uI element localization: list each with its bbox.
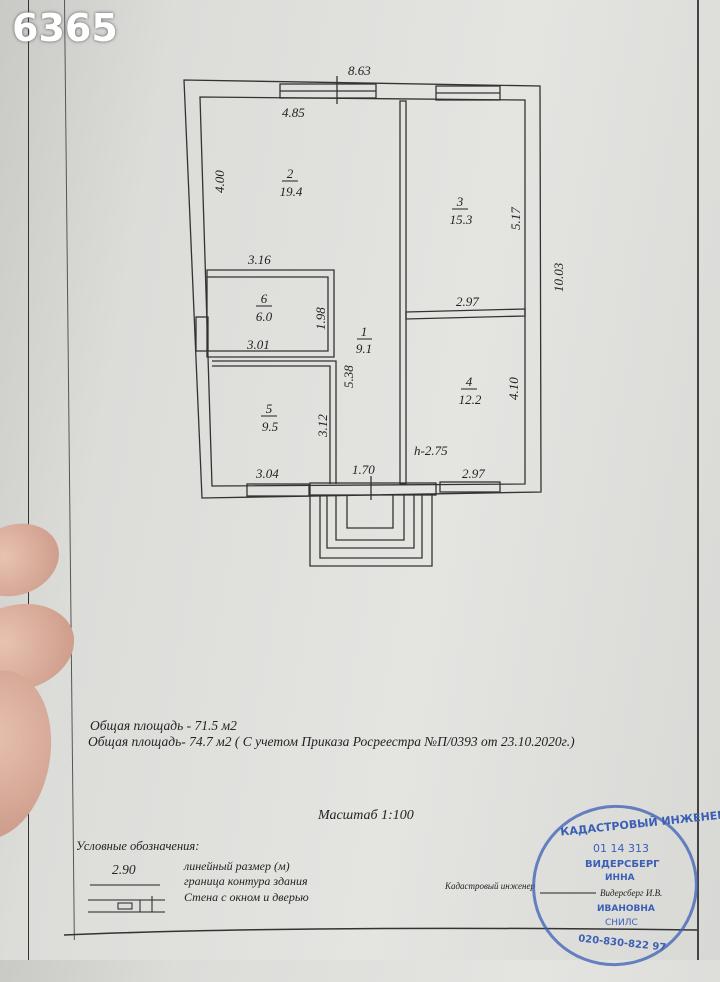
stamp-surname: ВИДЕРСБЕРГ <box>585 859 660 870</box>
dim-overall-width: 8.63 <box>348 63 371 78</box>
room-1-area: 9.1 <box>356 341 372 356</box>
room-6-wall <box>206 269 335 358</box>
dim-room6-bottom: 3.01 <box>246 337 270 352</box>
dimension-labels: 8.63 4.85 4.00 3.16 3.01 1.98 5.38 3.12 … <box>212 63 566 481</box>
dim-room3-bottom: 2.97 <box>456 294 479 309</box>
room-5-area: 9.5 <box>262 419 279 434</box>
stamp-patronymic: ИВАНОВНА <box>597 904 655 914</box>
dim-room4-bottom: 2.97 <box>462 466 485 481</box>
photo-id-tag: 6365 <box>12 6 118 50</box>
stamp-snils-label: СНИЛС <box>605 918 638 928</box>
window <box>439 481 501 493</box>
dim-overall-height: 10.03 <box>551 262 566 292</box>
total-area-line-1: Общая площадь - 71.5 м2 <box>90 718 237 733</box>
legend-title: Условные обозначения: <box>76 839 200 853</box>
room-5-wall <box>212 360 337 484</box>
stamp-number: 01 14 313 <box>593 842 649 855</box>
drawing-frame-bottom <box>63 927 698 936</box>
dim-corridor-height: 5.38 <box>341 365 356 388</box>
dim-ceiling-height: h-2.75 <box>414 443 448 458</box>
room-3-area: 15.3 <box>450 212 473 227</box>
room-6-number: 6 <box>261 291 268 306</box>
legend-item-wall: Стена с окном и дверью <box>184 890 309 904</box>
floor-plan: 8.63 4.85 4.00 3.16 3.01 1.98 5.38 3.12 … <box>63 63 698 936</box>
dim-room5-bottom: 3.04 <box>255 466 279 481</box>
dim-room6-right: 1.98 <box>313 307 328 330</box>
outer-wall <box>183 79 542 499</box>
room-3-number: 3 <box>456 194 464 209</box>
door <box>309 482 437 496</box>
dim-corridor-bottom: 1.70 <box>352 462 375 477</box>
dim-left-upper: 4.00 <box>212 170 227 193</box>
inner-wall <box>199 96 526 487</box>
dim-room3-right: 5.17 <box>508 207 523 230</box>
signature-name: Видерсберг И.В. <box>600 888 663 898</box>
dim-room5-right: 3.12 <box>315 414 330 438</box>
legend-wall-symbol <box>88 896 165 913</box>
stamp-first-name: ИННА <box>605 873 635 883</box>
dim-top-left: 4.85 <box>282 105 305 120</box>
legend-item-linear: линейный размер (м) <box>184 859 290 873</box>
drawing-frame-right <box>697 0 699 960</box>
room-labels: 1 9.1 2 19.4 3 15.3 4 12.2 5 9.5 6 6.0 <box>256 166 482 434</box>
porch <box>309 495 433 567</box>
room-1-number: 1 <box>361 324 368 339</box>
total-area-line-2: Общая площадь- 74.7 м2 ( С учетом Приказ… <box>88 734 575 749</box>
dim-room6-top: 3.16 <box>247 252 271 267</box>
legend-item-boundary: граница контура здания <box>184 874 308 888</box>
room-5-number: 5 <box>266 401 273 416</box>
partition-wall <box>399 100 407 485</box>
page-edge <box>28 0 29 960</box>
dim-room4-right: 4.10 <box>506 377 521 400</box>
scale-label: Масштаб 1:100 <box>318 808 414 823</box>
partition-wall <box>405 308 526 320</box>
room-4-number: 4 <box>466 374 473 389</box>
room-6-area: 6.0 <box>256 309 273 324</box>
signature-label: Кадастровый инженер <box>445 881 535 891</box>
room-2-number: 2 <box>287 166 294 181</box>
room-2-area: 19.4 <box>280 184 303 199</box>
legend-sample-dim: 2.90 <box>112 862 136 877</box>
window <box>195 316 209 352</box>
room-4-area: 12.2 <box>459 392 482 407</box>
window <box>246 483 310 497</box>
